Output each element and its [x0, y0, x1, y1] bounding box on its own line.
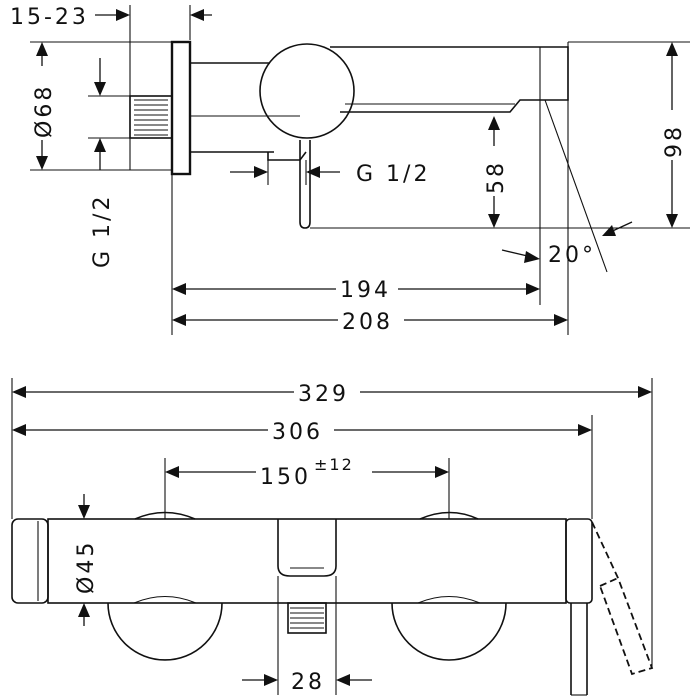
dim-outlet-width: 28	[242, 670, 372, 695]
dim-spout-reach-label: 194	[340, 278, 391, 303]
dim-spout-reach: 194	[172, 276, 540, 303]
dim-body-height: Ø45	[72, 494, 99, 626]
dim-outlet-height-label: 58	[484, 160, 509, 194]
dim-outlet-thread: G 1/2	[230, 162, 430, 187]
dim-total-height-label: 98	[662, 124, 687, 158]
dim-total-height: 98	[660, 42, 687, 228]
dim-centers: 150 ±12	[165, 452, 449, 490]
dim-angle: 20°	[501, 221, 633, 268]
spout-outline	[330, 46, 569, 113]
dim-wall-gap-label: 15-23	[10, 5, 89, 30]
dim-body-width-label: 306	[272, 420, 323, 445]
angle-line	[544, 99, 608, 273]
mixer-knob	[259, 43, 355, 139]
lever-swing-position	[591, 521, 654, 676]
dim-body-height-label: Ø45	[74, 540, 99, 594]
left-end-cap	[11, 518, 49, 604]
dim-body-width: 306	[12, 417, 592, 445]
escutcheon-left	[107, 602, 223, 661]
front-view: 329 306 150 ±12 Ø45	[11, 378, 654, 696]
dim-total-width-label: 329	[298, 382, 349, 407]
dim-centers-label: 150	[260, 465, 311, 490]
outlet-hub	[267, 151, 307, 161]
body-outline	[190, 62, 274, 153]
spout-block	[277, 519, 337, 577]
connector-right	[417, 596, 481, 604]
side-view: 15-23 Ø68 G 1/2 G 1/2	[10, 5, 690, 335]
dim-rose-diameter-label: Ø68	[32, 84, 57, 138]
dim-wall-thread-label: G 1/2	[90, 194, 115, 268]
wall-connector	[129, 95, 173, 139]
outlet-connector	[287, 602, 327, 634]
dim-outlet-width-label: 28	[291, 670, 325, 695]
wall-connector-thread	[134, 99, 168, 136]
dim-angle-label: 20°	[548, 243, 596, 268]
outlet-thread	[290, 607, 324, 629]
dim-centers-tolerance: ±12	[314, 455, 354, 474]
dim-total-reach: 208	[172, 307, 568, 335]
connector-left	[133, 596, 197, 604]
dim-outlet-height: 58	[482, 116, 509, 228]
wall-rose	[170, 40, 192, 176]
dim-rose-diameter: Ø68	[30, 42, 57, 170]
dim-total-reach-label: 208	[342, 310, 393, 335]
lever	[570, 603, 588, 695]
dim-wall-thread: G 1/2	[90, 58, 115, 268]
right-end-cap	[565, 518, 593, 604]
dim-total-width: 329	[12, 379, 652, 407]
diverter-lever	[299, 140, 311, 229]
escutcheon-right	[391, 602, 507, 661]
dim-wall-gap: 15-23	[10, 5, 212, 30]
dim-outlet-thread-label: G 1/2	[356, 162, 430, 187]
mixer-body	[47, 518, 567, 604]
